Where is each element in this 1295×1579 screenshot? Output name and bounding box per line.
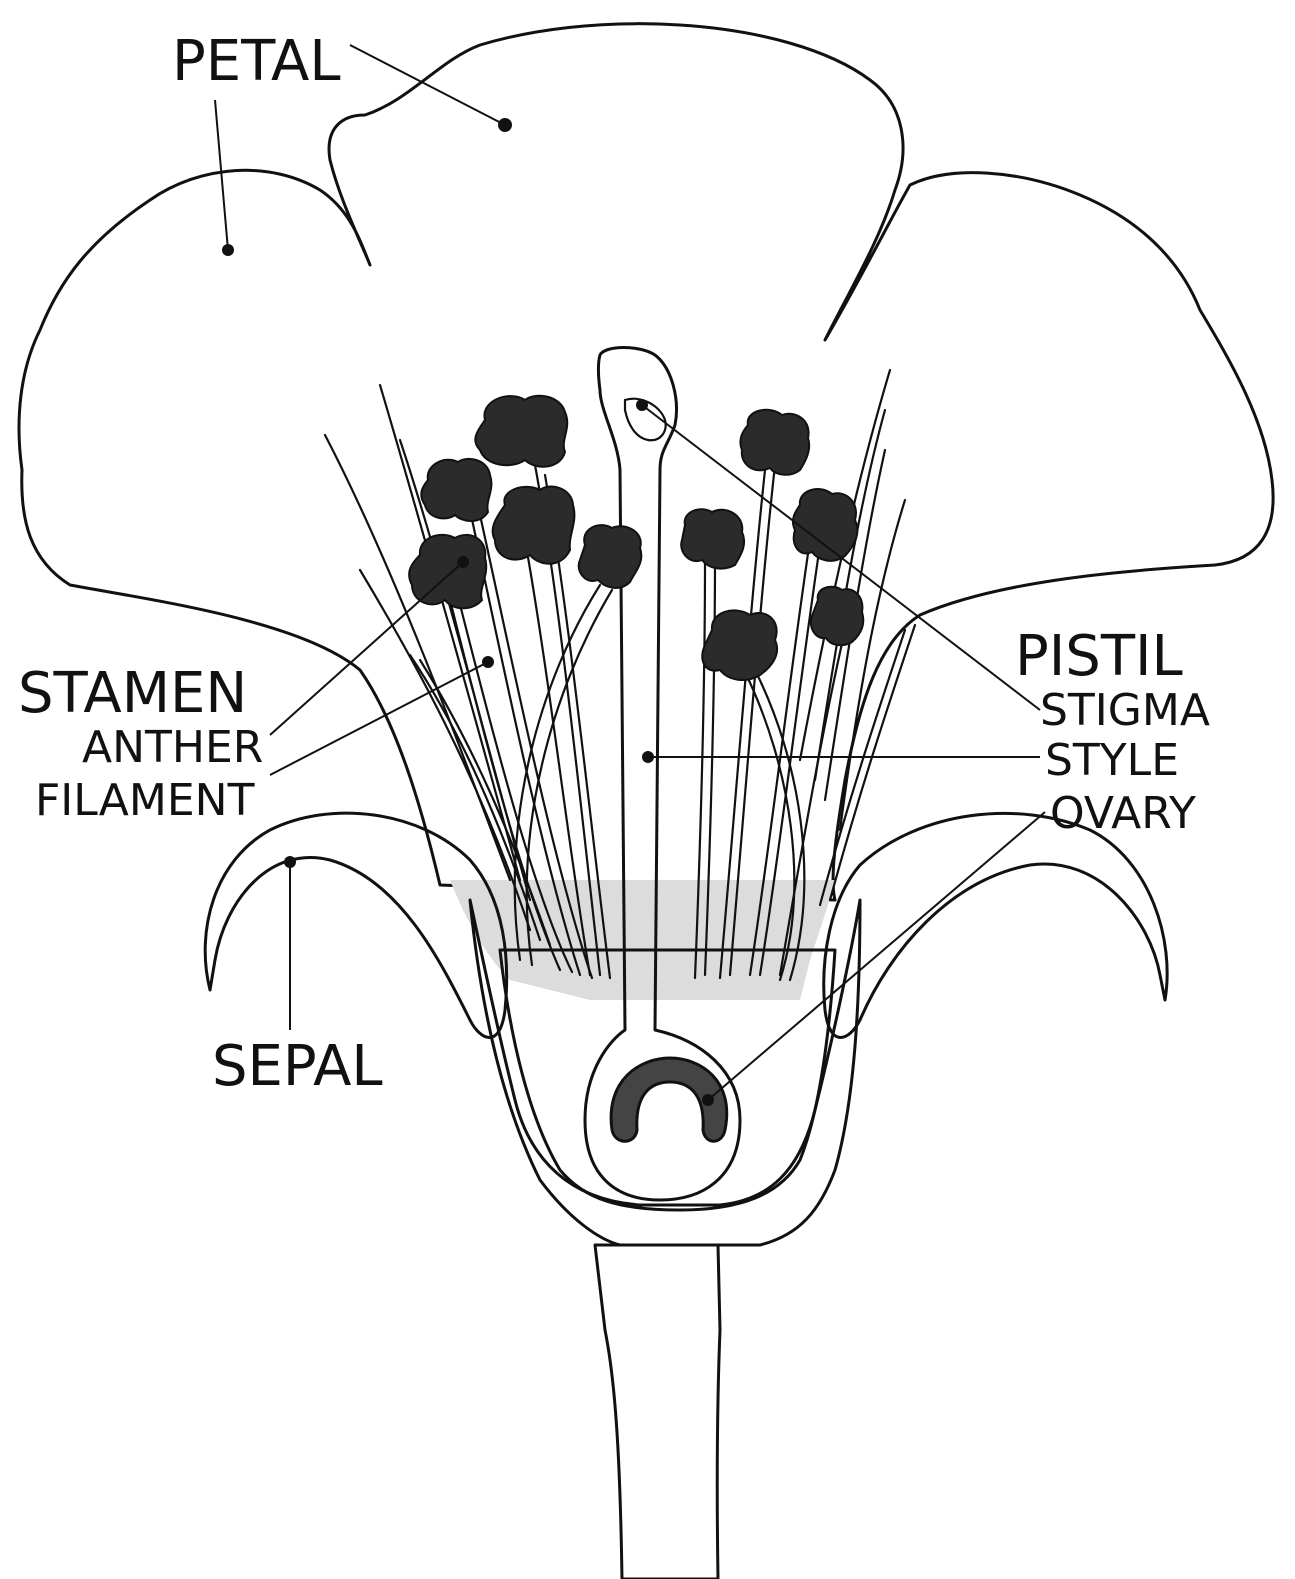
stem [595, 1245, 720, 1579]
label-stamen: STAMEN [18, 661, 247, 726]
label-pistil: PISTIL [1015, 624, 1183, 689]
sepal-left [205, 813, 506, 1037]
anther-3 [493, 486, 575, 563]
anther-5 [579, 525, 642, 588]
dot-filament [482, 656, 494, 668]
anther-10 [811, 587, 863, 645]
anther-2 [421, 459, 491, 521]
dot-stigma [636, 399, 648, 411]
label-petal: PETAL [172, 29, 341, 94]
dot-petal-left [222, 244, 234, 256]
anther-9 [702, 610, 777, 680]
label-style: STYLE [1045, 735, 1179, 786]
label-sepal: SEPAL [212, 1034, 383, 1099]
label-filament: FILAMENT [35, 775, 255, 826]
dot-sepal [284, 856, 296, 868]
anther-7 [681, 509, 744, 568]
anthers [409, 396, 863, 680]
sepal-right [824, 813, 1167, 1037]
leader-filament [270, 662, 488, 775]
dot-style [642, 751, 654, 763]
anther-4 [409, 535, 486, 608]
dot-petal-top [498, 118, 512, 132]
anther-6 [740, 410, 809, 475]
label-stigma: STIGMA [1040, 685, 1210, 736]
dot-ovary [702, 1094, 714, 1106]
anther-8 [793, 489, 857, 561]
label-anther: ANTHER [82, 722, 263, 773]
leader-anther [270, 562, 463, 735]
label-ovary: OVARY [1050, 788, 1196, 839]
dot-anther [457, 556, 469, 568]
anther-1 [475, 396, 567, 467]
leader-petal-left [215, 100, 228, 250]
